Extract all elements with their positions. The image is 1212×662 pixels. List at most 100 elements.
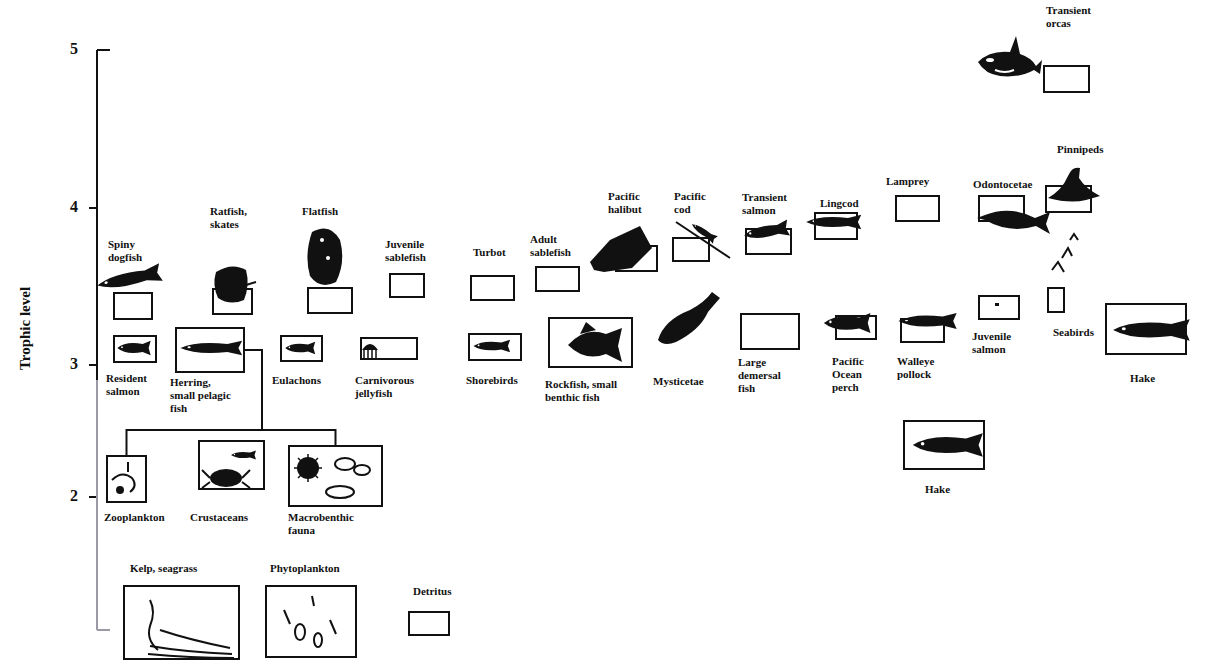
feeding-link [245, 350, 336, 445]
species-box: Phytoplankton [265, 585, 357, 658]
species-box: Carnivorous jellyfish [360, 337, 418, 360]
species-box: Transient orcas [1043, 65, 1090, 93]
species-label: Ratfish, skates [210, 205, 255, 231]
kelp-figure [148, 600, 234, 658]
whale-figure [658, 292, 720, 344]
species-label: Turbot [473, 246, 506, 259]
axis-number: 3 [70, 355, 78, 373]
species-label: Lamprey [886, 175, 929, 188]
species-box: Lamprey [895, 195, 940, 222]
species-label: Pacific cod [674, 190, 716, 216]
species-label: Hake [925, 483, 950, 496]
axis-title: Trophic level [17, 264, 34, 394]
phytoplankton-figure [284, 596, 336, 647]
cod-figure [676, 220, 730, 258]
species-box: Hake [903, 420, 985, 470]
species-label: Mysticetae [653, 375, 704, 387]
salmon-figure [743, 220, 790, 244]
dogfish-figure [96, 263, 163, 294]
rockfish-figure [568, 322, 622, 362]
species-box: Rockfish, small benthic fish [548, 317, 633, 368]
halibut-figure [590, 226, 652, 272]
species-label: Phytoplankton [270, 562, 340, 575]
species-box: Odontocetae [978, 195, 1025, 222]
species-label: Herring, small pelagic fish [170, 376, 234, 415]
axis-number: 4 [70, 198, 78, 216]
species-box: Detritus [408, 611, 450, 636]
orca-figure [978, 36, 1042, 76]
species-box: Resident salmon [113, 335, 157, 363]
hake-figure [913, 433, 983, 456]
species-label: Rockfish, small benthic fish [545, 378, 625, 404]
species-label: Resident salmon [106, 372, 158, 398]
species-label: Kelp, seagrass [130, 562, 197, 575]
species-label: Macrobenthic fauna [288, 511, 363, 537]
species-box: Juvenile sablefish [389, 273, 425, 298]
species-label: Crustaceans [190, 511, 248, 524]
zooplankton-figure [112, 462, 135, 493]
species-box: Pacific Ocean perch [835, 315, 877, 340]
species-box: Large demersal fish [740, 313, 800, 350]
shorebird-figure [473, 340, 510, 353]
species-label: Juvenile sablefish [385, 238, 440, 264]
species-label: Flatfish [302, 205, 338, 218]
species-label: Zooplankton [104, 511, 165, 524]
crustacean-figure [202, 451, 256, 489]
species-label: Pacific Ocean perch [832, 355, 877, 394]
species-label: Pacific halibut [608, 190, 653, 216]
species-label: Adult sablefish [530, 233, 582, 259]
species-label: Spiny dogfish [108, 238, 150, 264]
hake-figure [1113, 319, 1190, 341]
seabird-figure [1052, 234, 1078, 272]
species-label: Transient salmon [742, 191, 798, 217]
species-box: Pinnipeds [1045, 185, 1092, 213]
axis-number: 5 [70, 40, 78, 58]
species-box: Kelp, seagrass [123, 585, 240, 660]
species-box: Crustaceans [198, 440, 265, 490]
species-box: Spiny dogfish [113, 292, 153, 320]
species-label: Eulachons [272, 374, 321, 387]
species-box: Walleye pollock [900, 318, 945, 343]
species-box: Eulachons [280, 335, 323, 362]
species-label: Lingcod [820, 197, 859, 210]
species-label: Hake [1130, 372, 1155, 385]
species-label: Seabirds [1053, 326, 1094, 339]
species-label: Shorebirds [466, 374, 518, 387]
species-box: Macrobenthic fauna [288, 445, 383, 507]
species-box: Juvenile salmon [978, 295, 1020, 320]
species-label: Odontocetae [973, 178, 1032, 191]
species-box: Transient salmon [745, 228, 792, 255]
species-box: Turbot [470, 275, 515, 301]
species-box: Hake [1105, 303, 1187, 355]
macrobenthic-figure [294, 454, 370, 498]
species-box: Flatfish [307, 287, 353, 314]
species-label: Pinnipeds [1057, 143, 1103, 156]
jellyfish-figure [362, 344, 378, 359]
species-label: Detritus [413, 585, 452, 598]
salmon-figure [117, 341, 150, 355]
species-box: Adult sablefish [535, 266, 580, 292]
species-label: Walleye pollock [897, 355, 945, 381]
species-box: Zooplankton [106, 455, 147, 503]
species-box: Pacific cod [672, 237, 710, 262]
pollock-figure [898, 313, 956, 329]
species-label: Juvenile salmon [972, 330, 1020, 356]
species-box: Seabirds [1047, 287, 1065, 313]
species-label: Transient orcas [1046, 4, 1106, 30]
axis-number: 2 [70, 487, 78, 505]
species-box: Ratfish, skates [212, 288, 253, 315]
trophic-axis [89, 50, 110, 630]
juvenile-salmon-figure [995, 303, 999, 306]
herring-figure [180, 341, 242, 355]
dolphin-figure [977, 211, 1050, 234]
eulachon-figure [285, 342, 315, 355]
ratfish-figure [214, 266, 256, 302]
species-box: Shorebirds [468, 333, 522, 361]
flatfish-figure [307, 228, 342, 284]
species-box: Pacific halibut [615, 245, 658, 272]
species-label: Large demersal fish [738, 356, 788, 395]
species-box: Lingcod [814, 212, 858, 240]
species-box: Herring, small pelagic fish [175, 327, 245, 373]
species-label: Carnivorous jellyfish [355, 374, 425, 400]
